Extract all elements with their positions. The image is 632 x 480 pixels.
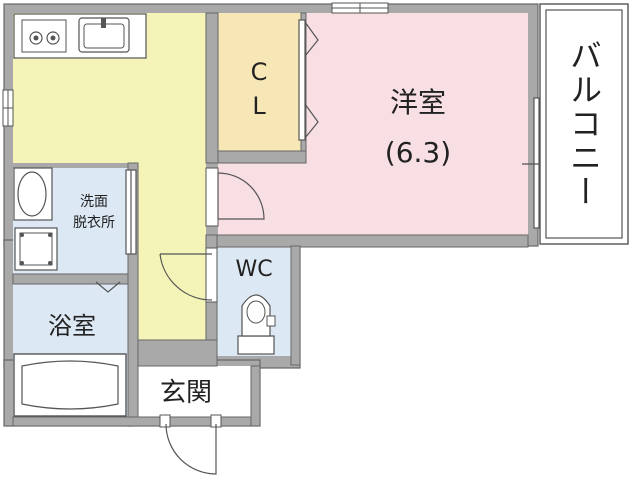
corridor-floor <box>138 150 206 340</box>
bath-door-icon <box>95 281 121 293</box>
left-window-icon <box>2 89 14 127</box>
western-door-icon <box>205 167 265 227</box>
washbasin-icon <box>13 167 53 221</box>
balcony-label: バルコニー <box>565 39 603 209</box>
entrance-label: 玄関 <box>160 378 212 408</box>
toilet-label: WC <box>235 257 272 282</box>
bath-label: 浴室 <box>48 312 96 340</box>
balcony <box>539 3 629 245</box>
closet-label-2: L <box>252 92 266 120</box>
entrance-floor <box>138 366 251 417</box>
washroom-label-1: 洗面 <box>80 194 108 210</box>
kitchen-counter <box>13 13 147 59</box>
toilet-icon <box>237 294 276 355</box>
corridor-door-icon <box>159 247 218 303</box>
closet-label-1: C <box>251 58 268 86</box>
entrance-door-icon <box>159 414 222 475</box>
bathtub-icon <box>13 353 127 417</box>
closet-floor-top <box>218 13 301 151</box>
stove-icon <box>21 19 67 53</box>
washroom-door-icon <box>125 169 137 255</box>
closet-door-icon <box>298 19 319 141</box>
western-room-name: 洋室 <box>390 86 446 119</box>
western-room-size: (6.3) <box>385 136 451 169</box>
top-window-icon <box>331 2 389 14</box>
washroom-label-2: 脱衣所 <box>73 215 115 231</box>
washing-machine-icon <box>14 227 58 271</box>
